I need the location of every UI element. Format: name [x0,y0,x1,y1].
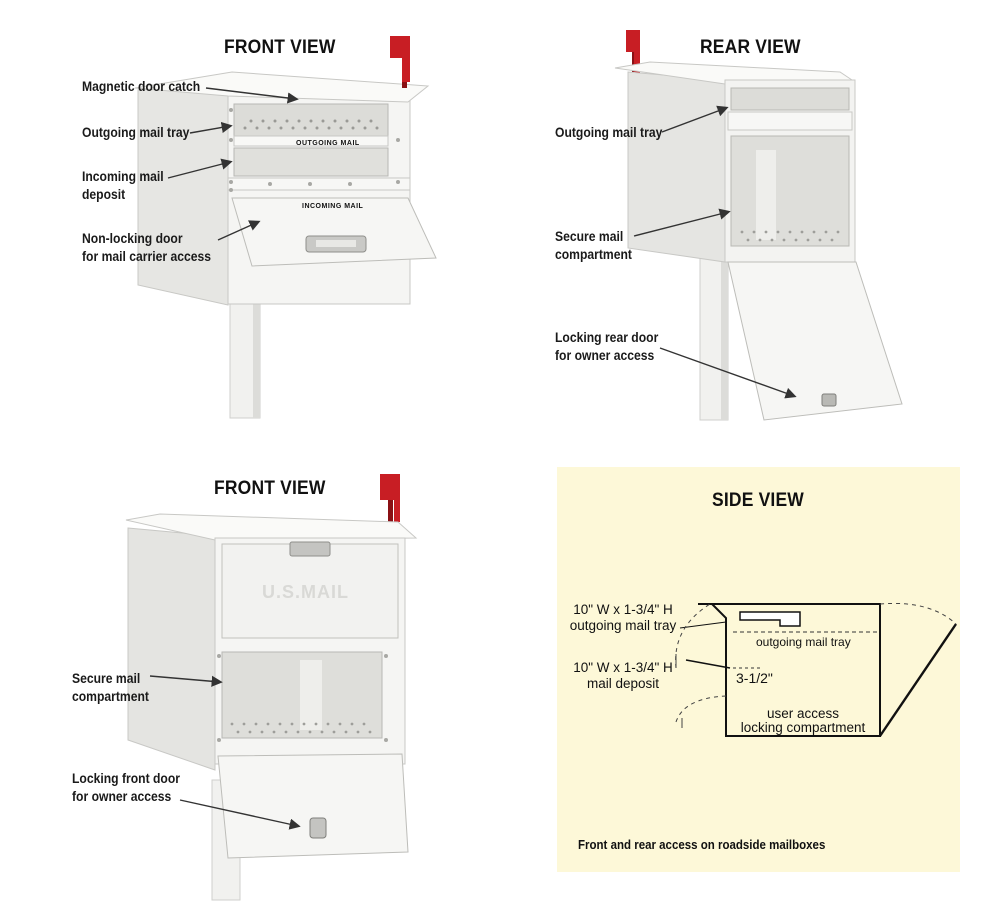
callout-rear-locking-door-line1: Locking rear door [555,330,659,345]
callout-incoming-mail-line2: deposit [82,187,126,202]
callout-outgoing-mail-tray: Outgoing mail tray [82,125,190,140]
flag-icon [380,474,400,522]
callout-front-secure-mail-line1: Secure mail [72,671,141,686]
side-tray-size-line2: outgoing mail tray [569,618,677,633]
deposit-plate-label: INCOMING MAIL [302,203,364,210]
lock-icon [309,817,327,839]
callout-magnetic-door-catch: Magnetic door catch [82,79,201,94]
callout-rear-locking-door-line2: for owner access [555,348,655,363]
tray-plate-label: OUTGOING MAIL [296,140,360,147]
front-view-bottom-title: FRONT VIEW [214,478,326,499]
side-compartment-line1: user access [766,706,840,721]
callout-rear-secure-mail-line2: compartment [555,247,632,262]
flag-icon [390,36,410,82]
side-deposit-size-line2: mail deposit [586,676,660,691]
door-emboss-label: U.S.MAIL [262,582,349,602]
side-deposit-size-line1: 10" W x 1-3/4" H [573,660,673,675]
front-view-top-title: FRONT VIEW [224,37,336,58]
side-tray-size-line1: 10" W x 1-3/4" H [573,602,673,617]
side-view-title: SIDE VIEW [712,490,804,511]
side-view-caption: Front and rear access on roadside mailbo… [578,838,826,852]
callout-non-locking-door-line1: Non-locking door [82,231,183,246]
door-handle-icon [289,541,331,557]
callout-rear-secure-mail-line1: Secure mail [555,229,624,244]
side-tray-inner-label: outgoing mail tray [756,635,851,649]
callout-front-locking-door-line2: for owner access [72,789,172,804]
side-view-background [557,467,960,872]
side-height-dimension: 3-1/2" [736,670,773,686]
callout-incoming-mail-line1: Incoming mail [82,169,164,184]
callout-rear-outgoing-mail-tray: Outgoing mail tray [555,125,663,140]
callout-non-locking-door-line2: for mail carrier access [82,249,212,264]
side-compartment-line2: locking compartment [740,720,866,735]
callout-front-secure-mail-line2: compartment [72,689,149,704]
callout-front-locking-door-line1: Locking front door [72,771,180,786]
lock-icon [821,393,837,407]
rear-view-title: REAR VIEW [700,37,801,58]
